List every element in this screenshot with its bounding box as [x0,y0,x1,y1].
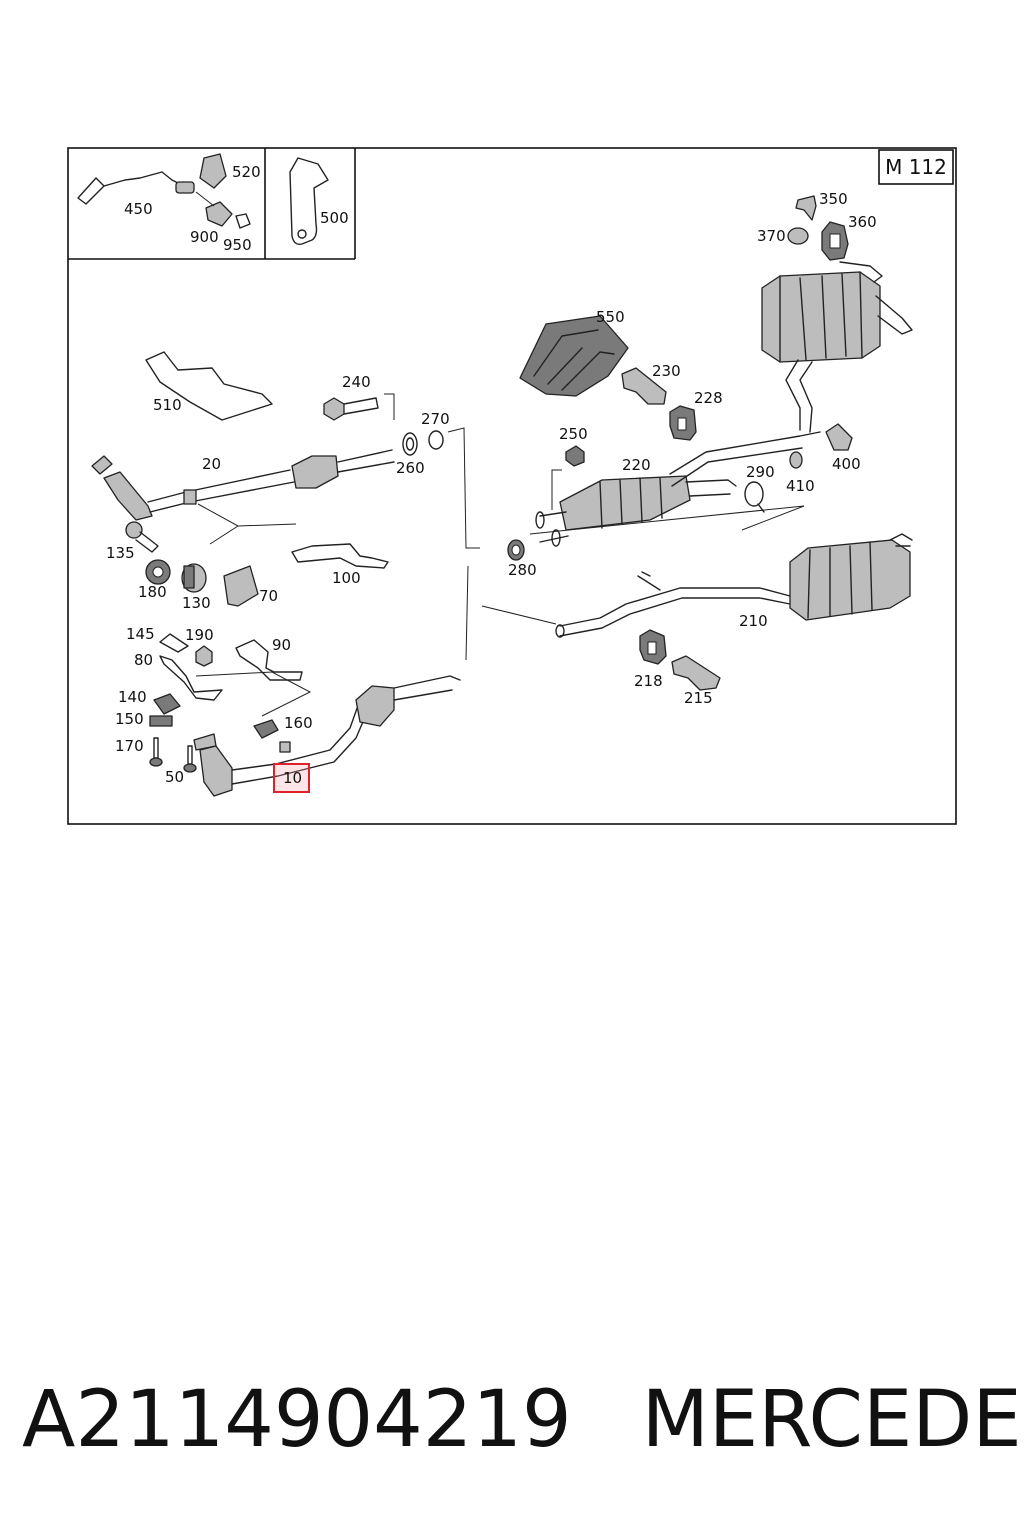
callout-10: 10 [283,769,302,787]
exhaust-pipe-10-part [193,675,461,797]
center-muffler-220-part [535,359,821,547]
gasket-260-part [402,432,418,456]
callout-270: 270 [421,410,450,428]
heat-shield-part [519,315,629,397]
bracket-230-part [621,367,667,405]
callout-510: 510 [153,396,182,414]
callout-145: 145 [126,625,155,643]
callout-400: 400 [832,455,861,473]
front-pipe-20-part [91,449,395,521]
bolt-135-part [125,521,159,553]
seal-280-part [507,539,525,561]
clamp-140-part [153,693,181,715]
callout-550: 550 [596,308,625,326]
callout-140: 140 [118,688,147,706]
sensor-clip-part [199,153,227,189]
callout-350: 350 [819,190,848,208]
bolt-170-part [149,737,163,767]
callout-240: 240 [342,373,371,391]
clip-150-part [149,715,173,727]
bracket-510-part [145,351,273,421]
callout-410: 410 [786,477,815,495]
bracket-70-part [223,565,259,607]
bracket-400-part [825,423,853,451]
nut-180-part [145,559,171,585]
bushing-370-part [787,227,809,245]
callout-260: 260 [396,459,425,477]
callout-215: 215 [684,689,713,707]
callout-180: 180 [138,583,167,601]
callout-950: 950 [223,236,252,254]
bracket-80-part [159,655,223,701]
clamp-410-part [789,451,803,469]
gasket-145-part [159,633,189,653]
callout-520: 520 [232,163,261,181]
callout-90: 90 [272,636,291,654]
callout-290: 290 [746,463,775,481]
rubber-mount-360-part [821,221,849,261]
callout-220: 220 [622,456,651,474]
callout-500: 500 [320,209,349,227]
callout-210: 210 [739,612,768,630]
callout-50: 50 [165,768,184,786]
seal-ring-270-part [428,430,444,450]
callout-190: 190 [185,626,214,644]
bolt-240-part [323,397,379,421]
brand-name: MERCEDES [641,1375,1024,1465]
callout-360: 360 [848,213,877,231]
hanger-350-part [795,195,817,221]
callout-170: 170 [115,737,144,755]
nut-250-part [565,445,585,467]
callout-135: 135 [106,544,135,562]
part-number: A2114904219 [22,1375,572,1465]
bracket-100-part [291,543,389,569]
caption: A2114904219 MERCEDES [22,1370,1024,1470]
callout-130: 130 [182,594,211,612]
callout-160: 160 [284,714,313,732]
oxygen-sensor-part [77,171,195,205]
shield-bracket-part [289,157,329,246]
callout-250: 250 [559,425,588,443]
callout-280: 280 [508,561,537,579]
callout-230: 230 [652,362,681,380]
callout-80: 80 [134,651,153,669]
callout-labels: 450 520 900 950 500 350 360 370 550 230 … [106,163,877,787]
clip-160-part [253,719,279,739]
model-tag-box [878,149,954,185]
rubber-mount-218-part [639,629,667,665]
bracket-215-part [671,655,721,691]
rear-muffler-upper-part [761,261,913,363]
callout-150: 150 [115,710,144,728]
callout-900: 900 [190,228,219,246]
bolt-50-part [183,745,197,773]
callout-20: 20 [202,455,221,473]
nut-190-part [195,645,213,667]
sensor-seal-part [205,201,251,229]
model-tag: M 112 [885,155,947,179]
callout-100: 100 [332,569,361,587]
callout-70: 70 [259,587,278,605]
clamp-290-part [744,481,765,513]
clamp-130-part [181,563,207,593]
callout-228: 228 [694,389,723,407]
rubber-mount-228-part [669,405,697,441]
bracket-90-part [235,639,303,681]
rear-muffler-210-part [555,533,913,638]
highlight-box [273,763,310,793]
callout-450: 450 [124,200,153,218]
callout-370: 370 [757,227,786,245]
callout-218: 218 [634,672,663,690]
diagram-frame [67,147,957,825]
